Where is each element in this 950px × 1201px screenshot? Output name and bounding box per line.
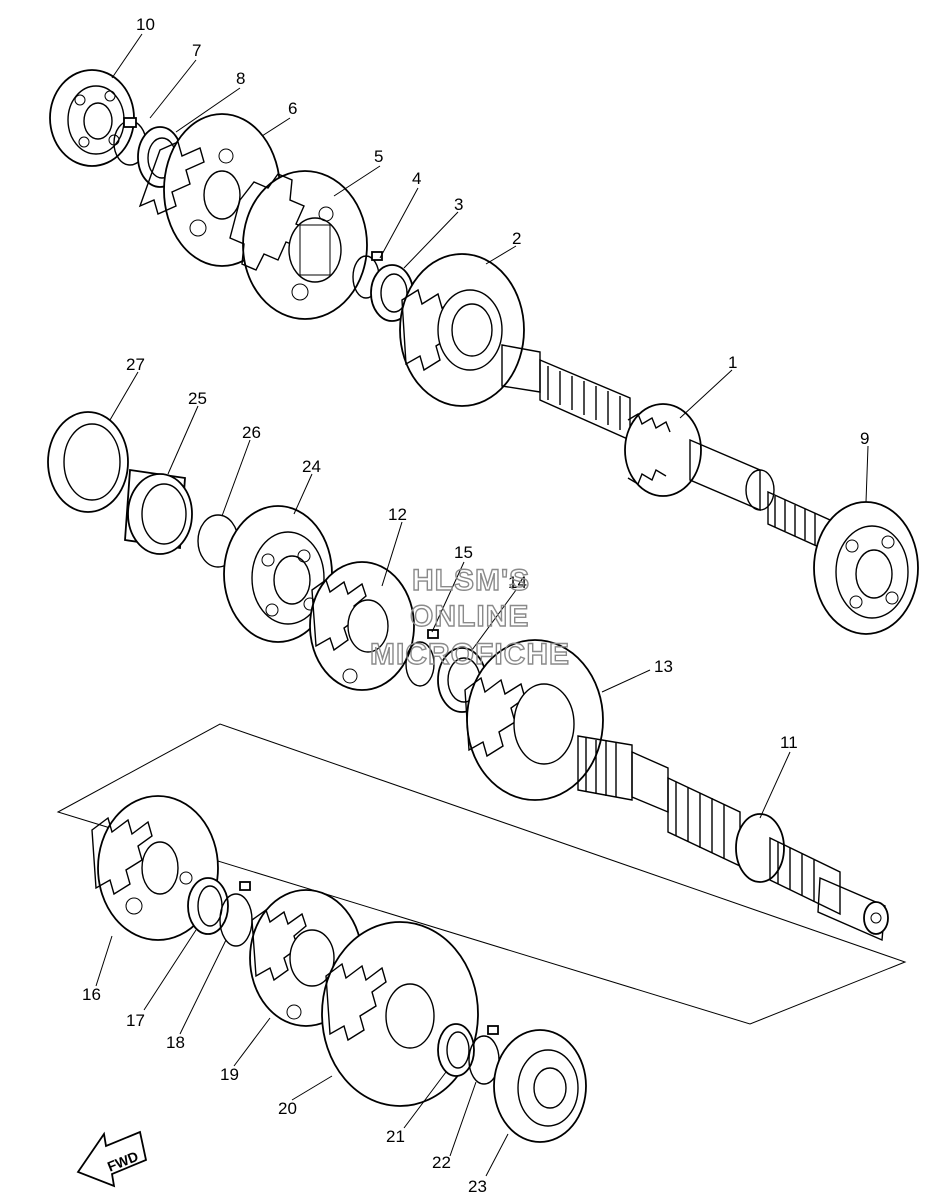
part-12-gear[interactable] (309, 561, 415, 691)
callout-7[interactable]: 7 (192, 41, 201, 60)
callout-10[interactable]: 10 (136, 15, 155, 34)
part-1-main-axle[interactable] (501, 344, 831, 554)
callout-9[interactable]: 9 (860, 429, 869, 448)
part-23-bearing[interactable] (493, 1029, 587, 1143)
callout-15[interactable]: 15 (454, 543, 473, 562)
part-2-gear[interactable] (399, 253, 525, 407)
callout-18[interactable]: 18 (166, 1033, 185, 1052)
callout-16[interactable]: 16 (82, 985, 101, 1004)
callout-25[interactable]: 25 (188, 389, 207, 408)
callout-12[interactable]: 12 (388, 505, 407, 524)
leader-lines (95, 33, 869, 1177)
group-outline (56, 723, 907, 1025)
lower-gear-group (91, 795, 587, 1143)
callout-labels: 10 7 8 6 5 4 3 2 1 9 27 25 26 24 12 15 1… (82, 15, 869, 1196)
callout-17[interactable]: 17 (126, 1011, 145, 1030)
callout-20[interactable]: 20 (278, 1099, 297, 1118)
part-20-gear[interactable] (321, 921, 479, 1107)
callout-8[interactable]: 8 (236, 69, 245, 88)
callout-5[interactable]: 5 (374, 147, 383, 166)
part-5-gear[interactable] (229, 170, 368, 320)
part-13-gear[interactable] (464, 639, 604, 801)
part-25-collar[interactable] (124, 468, 193, 555)
callout-2[interactable]: 2 (512, 229, 521, 248)
part-17-washer[interactable] (187, 877, 229, 935)
callout-4[interactable]: 4 (412, 169, 421, 188)
watermark-line-3: MICROFICHE (370, 638, 570, 671)
callout-22[interactable]: 22 (432, 1153, 451, 1172)
callout-24[interactable]: 24 (302, 457, 321, 476)
callout-3[interactable]: 3 (454, 195, 463, 214)
part-21-washer[interactable] (437, 1023, 475, 1077)
callout-14[interactable]: 14 (508, 573, 527, 592)
callout-23[interactable]: 23 (468, 1177, 487, 1196)
part-9-bearing[interactable] (813, 501, 919, 635)
part-11-drive-axle[interactable] (577, 735, 889, 942)
callout-6[interactable]: 6 (288, 99, 297, 118)
main-axle-assembly (49, 69, 919, 635)
callout-11[interactable]: 11 (780, 733, 798, 752)
part-24-bearing[interactable] (223, 505, 333, 643)
callout-27[interactable]: 27 (126, 355, 145, 374)
watermark-line-1: HLSM'S (412, 564, 530, 597)
callout-13[interactable]: 13 (654, 657, 673, 676)
part-10-bearing[interactable] (49, 69, 135, 167)
callout-26[interactable]: 26 (242, 423, 261, 442)
fwd-arrow: FWD (76, 1130, 148, 1188)
callout-1[interactable]: 1 (728, 353, 737, 372)
drive-axle-assembly (47, 411, 889, 942)
part-27-oil-seal[interactable] (47, 411, 129, 513)
watermark: HLSM'S ONLINE MICROFICHE (369, 563, 570, 671)
fwd-arrow-icon (76, 1130, 148, 1188)
callout-19[interactable]: 19 (220, 1065, 239, 1084)
watermark-line-2: ONLINE (410, 600, 529, 633)
callout-21[interactable]: 21 (386, 1127, 405, 1146)
